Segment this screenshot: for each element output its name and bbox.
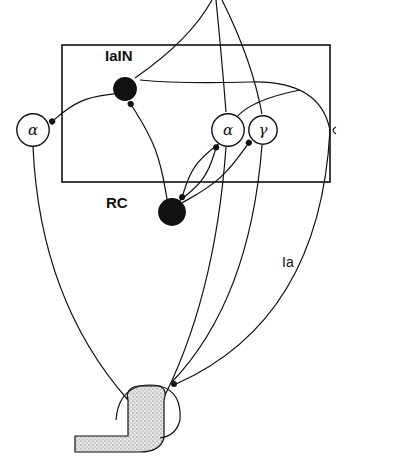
- motoneuron: α: [211, 113, 245, 147]
- motor-axon: [33, 147, 128, 400]
- cell-label: α: [211, 113, 245, 147]
- synaptic-connection: [182, 143, 248, 203]
- cell-outline: [158, 198, 186, 226]
- synaptic-connection: [182, 144, 218, 197]
- descending-fiber: [216, 0, 226, 112]
- renshaw-cell: RC: [158, 198, 186, 226]
- muscle: [75, 386, 165, 452]
- interneuron: IaIN: [113, 77, 137, 101]
- synaptic-connection: [52, 94, 114, 122]
- synaptic-connection: [180, 147, 216, 200]
- ia-afferent: [176, 130, 330, 384]
- cell-label: γ: [248, 115, 278, 145]
- ia-collateral: [236, 90, 300, 118]
- cell-label: IaIN: [105, 47, 133, 64]
- cell-body: [249, 116, 277, 144]
- cell-outline: [113, 77, 137, 101]
- cell-body: [159, 199, 185, 225]
- cell-body: [17, 114, 49, 146]
- cell-body: [212, 114, 244, 146]
- descending-fiber: [222, 0, 262, 114]
- gamma-motoneuron: γ: [248, 115, 278, 145]
- spindle-ending: [171, 381, 177, 387]
- muscle-spindle: [116, 385, 180, 438]
- motoneuron: α: [16, 113, 50, 147]
- cell-label: α: [16, 113, 50, 147]
- gamma-axon: [172, 145, 262, 382]
- cell-label: RC: [106, 194, 128, 211]
- motor-axon: [160, 147, 226, 405]
- fiber-ending: [333, 127, 336, 134]
- spinal-cord-box: [62, 45, 330, 182]
- descending-fiber: [135, 0, 212, 78]
- fiber-label: Ia: [282, 254, 294, 270]
- cell-body: [114, 78, 136, 100]
- synaptic-connection: [131, 104, 167, 199]
